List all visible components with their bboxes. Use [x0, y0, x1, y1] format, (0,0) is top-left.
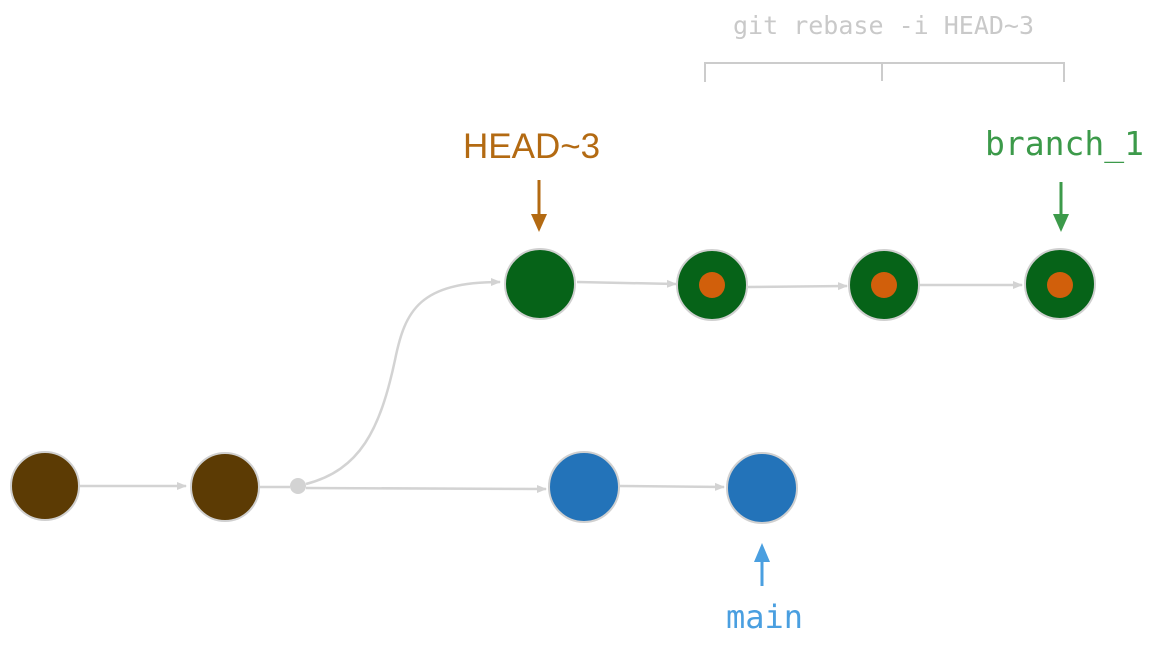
commit-branch-1[interactable] [504, 248, 576, 320]
commit-base-2[interactable] [190, 452, 260, 522]
fork-point [290, 478, 306, 494]
branch-ref-label: branch_1 [985, 124, 1144, 163]
head-ref-arrow-icon [531, 180, 547, 232]
head-ref-label: HEAD~3 [463, 127, 601, 166]
rebase-command-label: git rebase -i HEAD~3 [733, 11, 1035, 40]
branch-ref-arrow-icon [1053, 182, 1069, 232]
edge-branch-1-to-branch-2 [576, 279, 677, 288]
main-ref-arrow-icon [754, 543, 770, 586]
commit-main-2[interactable] [726, 452, 798, 524]
edge-fork-to-branch-1 [305, 278, 501, 486]
commit-base-1[interactable] [10, 451, 80, 521]
edge-fork-to-main-1 [305, 484, 547, 493]
rebase-dot-icon [1047, 272, 1073, 298]
edge-branch-2-to-branch-3 [747, 282, 848, 291]
edge-main-1-to-main-2 [619, 482, 725, 491]
rebase-dot-icon [699, 272, 725, 298]
commit-edges [79, 278, 1023, 493]
commit-main-1[interactable] [548, 451, 620, 523]
rebase-range-bracket [704, 62, 1065, 82]
rebase-dot-icon [871, 272, 897, 298]
main-ref-label: main [726, 598, 804, 636]
